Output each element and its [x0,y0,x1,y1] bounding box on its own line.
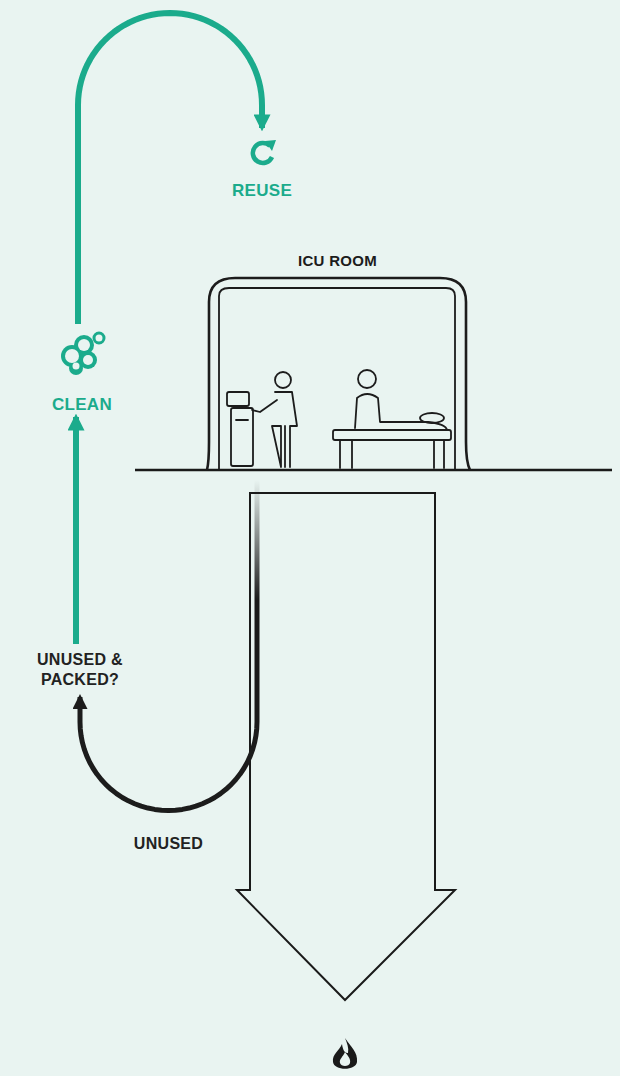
doctor-arm [252,400,277,412]
fire-symbol [333,1038,357,1069]
bubbles-symbol-inner [78,339,90,351]
process-step: REUSE [215,130,309,200]
unused-return-arrow [80,470,257,811]
patient-head [358,370,376,388]
disposal-arrow [237,493,455,1000]
bubbles-symbol-inner [83,355,93,365]
doctor-head [275,372,291,388]
room-outer-wall [207,278,470,470]
step-label: CLEAN [52,396,112,414]
fire-symbol-core [340,1052,350,1066]
bed-leg [351,440,353,468]
bubble-small [94,333,104,343]
process-step: CLEAN [36,328,128,414]
cart-drawer [236,419,248,421]
bed-mattress [333,430,451,440]
step-label: UNUSED & PACKED? [18,650,142,690]
process-step: UNUSED & PACKED? [18,650,142,694]
reuse-flow-arrow [73,417,79,644]
edge-label: UNUSED [134,834,203,854]
room-inner-wall [219,288,455,470]
bed-leg [443,440,445,468]
room-label: ICU ROOM [298,252,377,270]
patient-body [338,394,447,430]
bubbles-symbol [69,361,83,375]
bed-leg [433,440,435,468]
step-label: REUSE [232,182,292,200]
pillow [420,413,444,423]
bed-leg [339,440,341,468]
monitor [227,392,249,406]
room-outline [205,252,470,470]
recycle-arrowhead [265,140,276,151]
bubbles-symbol-inner [73,363,80,370]
doctor-leg [284,426,286,467]
doctor-body [272,392,297,467]
room-box: ICU ROOM [205,252,470,470]
icu-illustration [227,370,451,468]
medical-cart [231,408,253,466]
bubbles-symbol-inner [65,349,79,363]
